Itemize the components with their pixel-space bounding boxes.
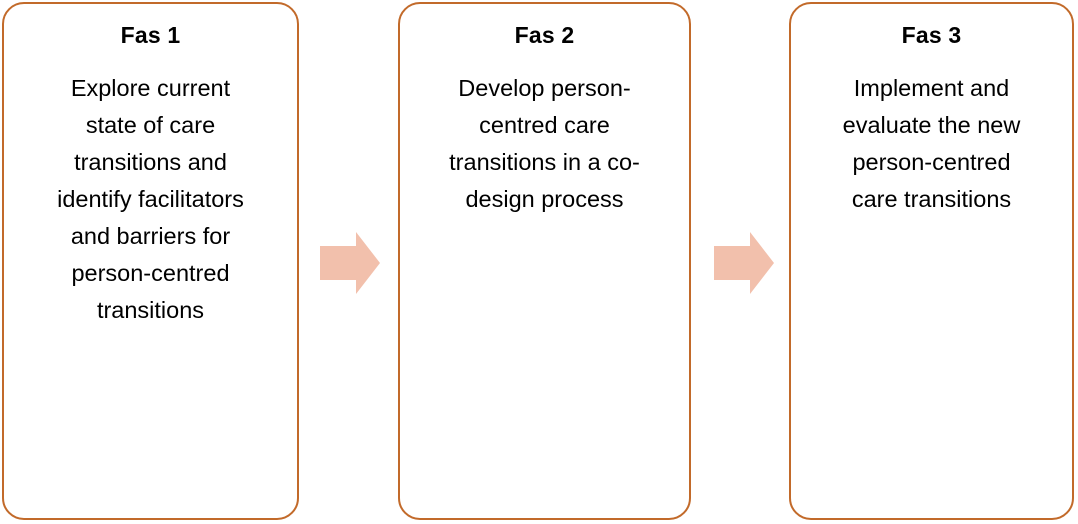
phase-box-2: Fas 2 Develop person- centred care trans… bbox=[398, 2, 691, 520]
phase-1-title: Fas 1 bbox=[120, 22, 181, 48]
phase-2-description: Develop person- centred care transitions… bbox=[449, 75, 640, 212]
phase-1-description: Explore current state of care transition… bbox=[57, 75, 244, 323]
phase-box-1: Fas 1 Explore current state of care tran… bbox=[2, 2, 299, 520]
phase-2-title: Fas 2 bbox=[514, 22, 575, 48]
phase-3-description: Implement and evaluate the new person-ce… bbox=[842, 75, 1021, 212]
arrow-right-icon-1 bbox=[320, 232, 380, 294]
phase-box-3: Fas 3 Implement and evaluate the new per… bbox=[789, 2, 1074, 520]
phase-3-title: Fas 3 bbox=[901, 22, 962, 48]
arrow-right-icon-2 bbox=[714, 232, 774, 294]
